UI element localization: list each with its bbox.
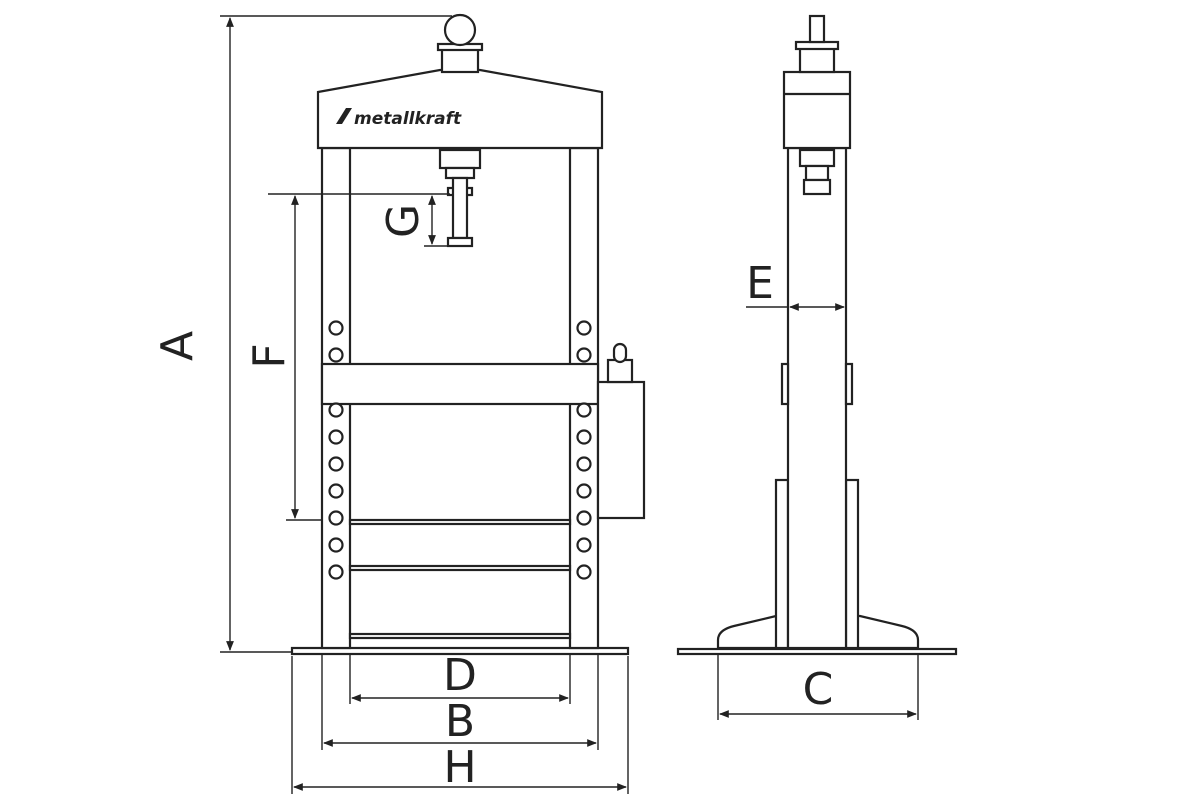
side-ram-collar [804,164,830,182]
hole [328,456,344,472]
dim-label-d: D [443,650,477,701]
dim-label-g: G [378,204,429,238]
side-column [786,146,848,650]
side-view [676,14,958,656]
hole [576,564,592,580]
pressure-gauge [443,13,477,47]
side-table-tab-right [844,362,854,406]
hole [576,347,592,363]
side-gauge-stem [808,14,826,44]
lower-crossbar-1 [348,518,572,526]
dim-label-b: B [445,696,475,747]
ram-rod [451,176,469,240]
hole [576,320,592,336]
hole [328,564,344,580]
hole [328,483,344,499]
hole [576,510,592,526]
side-ram-block [798,148,836,168]
hole [328,537,344,553]
side-ram-tip [802,178,832,196]
side-lower-plate-right [844,478,860,650]
side-lower-plate-left [774,478,790,650]
left-column-holes [328,320,344,580]
hole [576,402,592,418]
front-base-plate [290,646,630,656]
ram-block [438,148,482,170]
dim-label-e: E [746,258,774,309]
logo-slash-mark [336,108,352,124]
hole [328,347,344,363]
pump-valve [606,358,634,384]
hole [328,320,344,336]
pump-housing [596,380,646,520]
ram-tip [446,236,474,248]
press-head [316,68,604,150]
hole [576,537,592,553]
ram-collar [444,166,476,180]
hole [576,456,592,472]
logo-text: metallkraft [354,109,462,129]
pump-handle [612,342,628,364]
dim-label-f: F [244,343,295,368]
side-head-block [782,70,852,150]
hole [576,483,592,499]
lower-crossbar-2 [348,564,572,572]
side-dimensions: E C [717,258,919,720]
metallkraft-logo: metallkraft [336,108,462,129]
side-gauge-base [798,46,836,74]
front-view: metallkraft [290,13,646,656]
hole [328,429,344,445]
side-ground-line [676,647,958,656]
dim-label-a: A [152,331,203,361]
hole [328,402,344,418]
hole [576,429,592,445]
work-table [320,362,600,406]
side-table-tab-left [780,362,790,406]
right-column-holes [576,320,592,580]
dim-label-h: H [443,742,476,793]
dim-label-c: C [803,664,834,715]
bottom-crossbar [348,632,572,640]
front-dimensions: A F G D B H [152,15,629,794]
hole [328,510,344,526]
